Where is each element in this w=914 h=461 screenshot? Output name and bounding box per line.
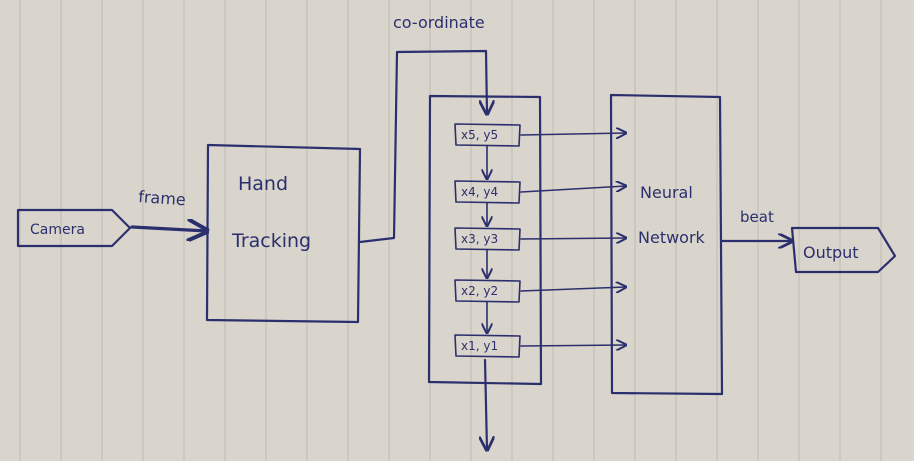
beat-edge: beat <box>720 208 792 241</box>
frame-edge-label: frame <box>138 187 187 209</box>
neural-network-box <box>609 93 724 396</box>
hand-tracking-label-line2: Tracking <box>231 230 311 252</box>
output-label: Output <box>803 243 859 262</box>
hand-tracking-label-line1: Hand <box>238 173 288 195</box>
coordinate-slot-label: x4, y4 <box>461 185 498 199</box>
coordinate-slot-label: x1, y1 <box>461 339 498 353</box>
coordinate-buffer-box <box>427 94 543 386</box>
coordinate-slot-label: x3, y3 <box>461 232 498 246</box>
camera-shape <box>16 208 132 248</box>
slot-to-network-arrow <box>520 238 626 239</box>
coordinate-slot-box <box>454 227 521 251</box>
frame-edge: frame <box>130 187 207 231</box>
output-node: Output <box>790 226 897 274</box>
coordinate-edge-label: co-ordinate <box>393 13 485 32</box>
coordinate-slot-box <box>454 180 521 204</box>
coordinate-buffer: x5, y5 x4, y4 x3, y3 x2, y2 x1, y1 <box>427 94 626 450</box>
output-shape <box>790 226 897 274</box>
coordinate-slot-label: x5, y5 <box>461 128 498 142</box>
coordinate-slot-label: x2, y2 <box>461 284 498 298</box>
slot-to-network-arrow <box>520 186 626 193</box>
neural-network-node: Neural Network <box>609 93 724 396</box>
neural-network-label-line2: Network <box>638 228 706 247</box>
coordinate-edge: co-ordinate <box>358 13 487 244</box>
coordinate-connector <box>358 49 487 244</box>
slot-to-network-arrow <box>520 133 626 135</box>
hand-tracking-box <box>205 143 362 324</box>
slot-to-network-arrow <box>520 287 626 291</box>
frame-arrow <box>130 227 207 231</box>
coordinate-slots: x5, y5 x4, y4 x3, y3 x2, y2 x1, y1 <box>454 123 626 358</box>
coordinate-slot-box <box>454 334 521 358</box>
neural-network-label-line1: Neural <box>640 183 693 202</box>
buffer-output-arrow <box>485 358 487 450</box>
hand-tracking-node: Hand Tracking <box>205 143 362 324</box>
coordinate-slot-box <box>454 279 521 303</box>
beat-edge-label: beat <box>740 208 774 226</box>
camera-label: Camera <box>30 222 85 238</box>
slot-to-network-arrow <box>520 345 626 346</box>
coordinate-slot-box <box>454 123 521 147</box>
camera-node: Camera <box>16 208 132 248</box>
